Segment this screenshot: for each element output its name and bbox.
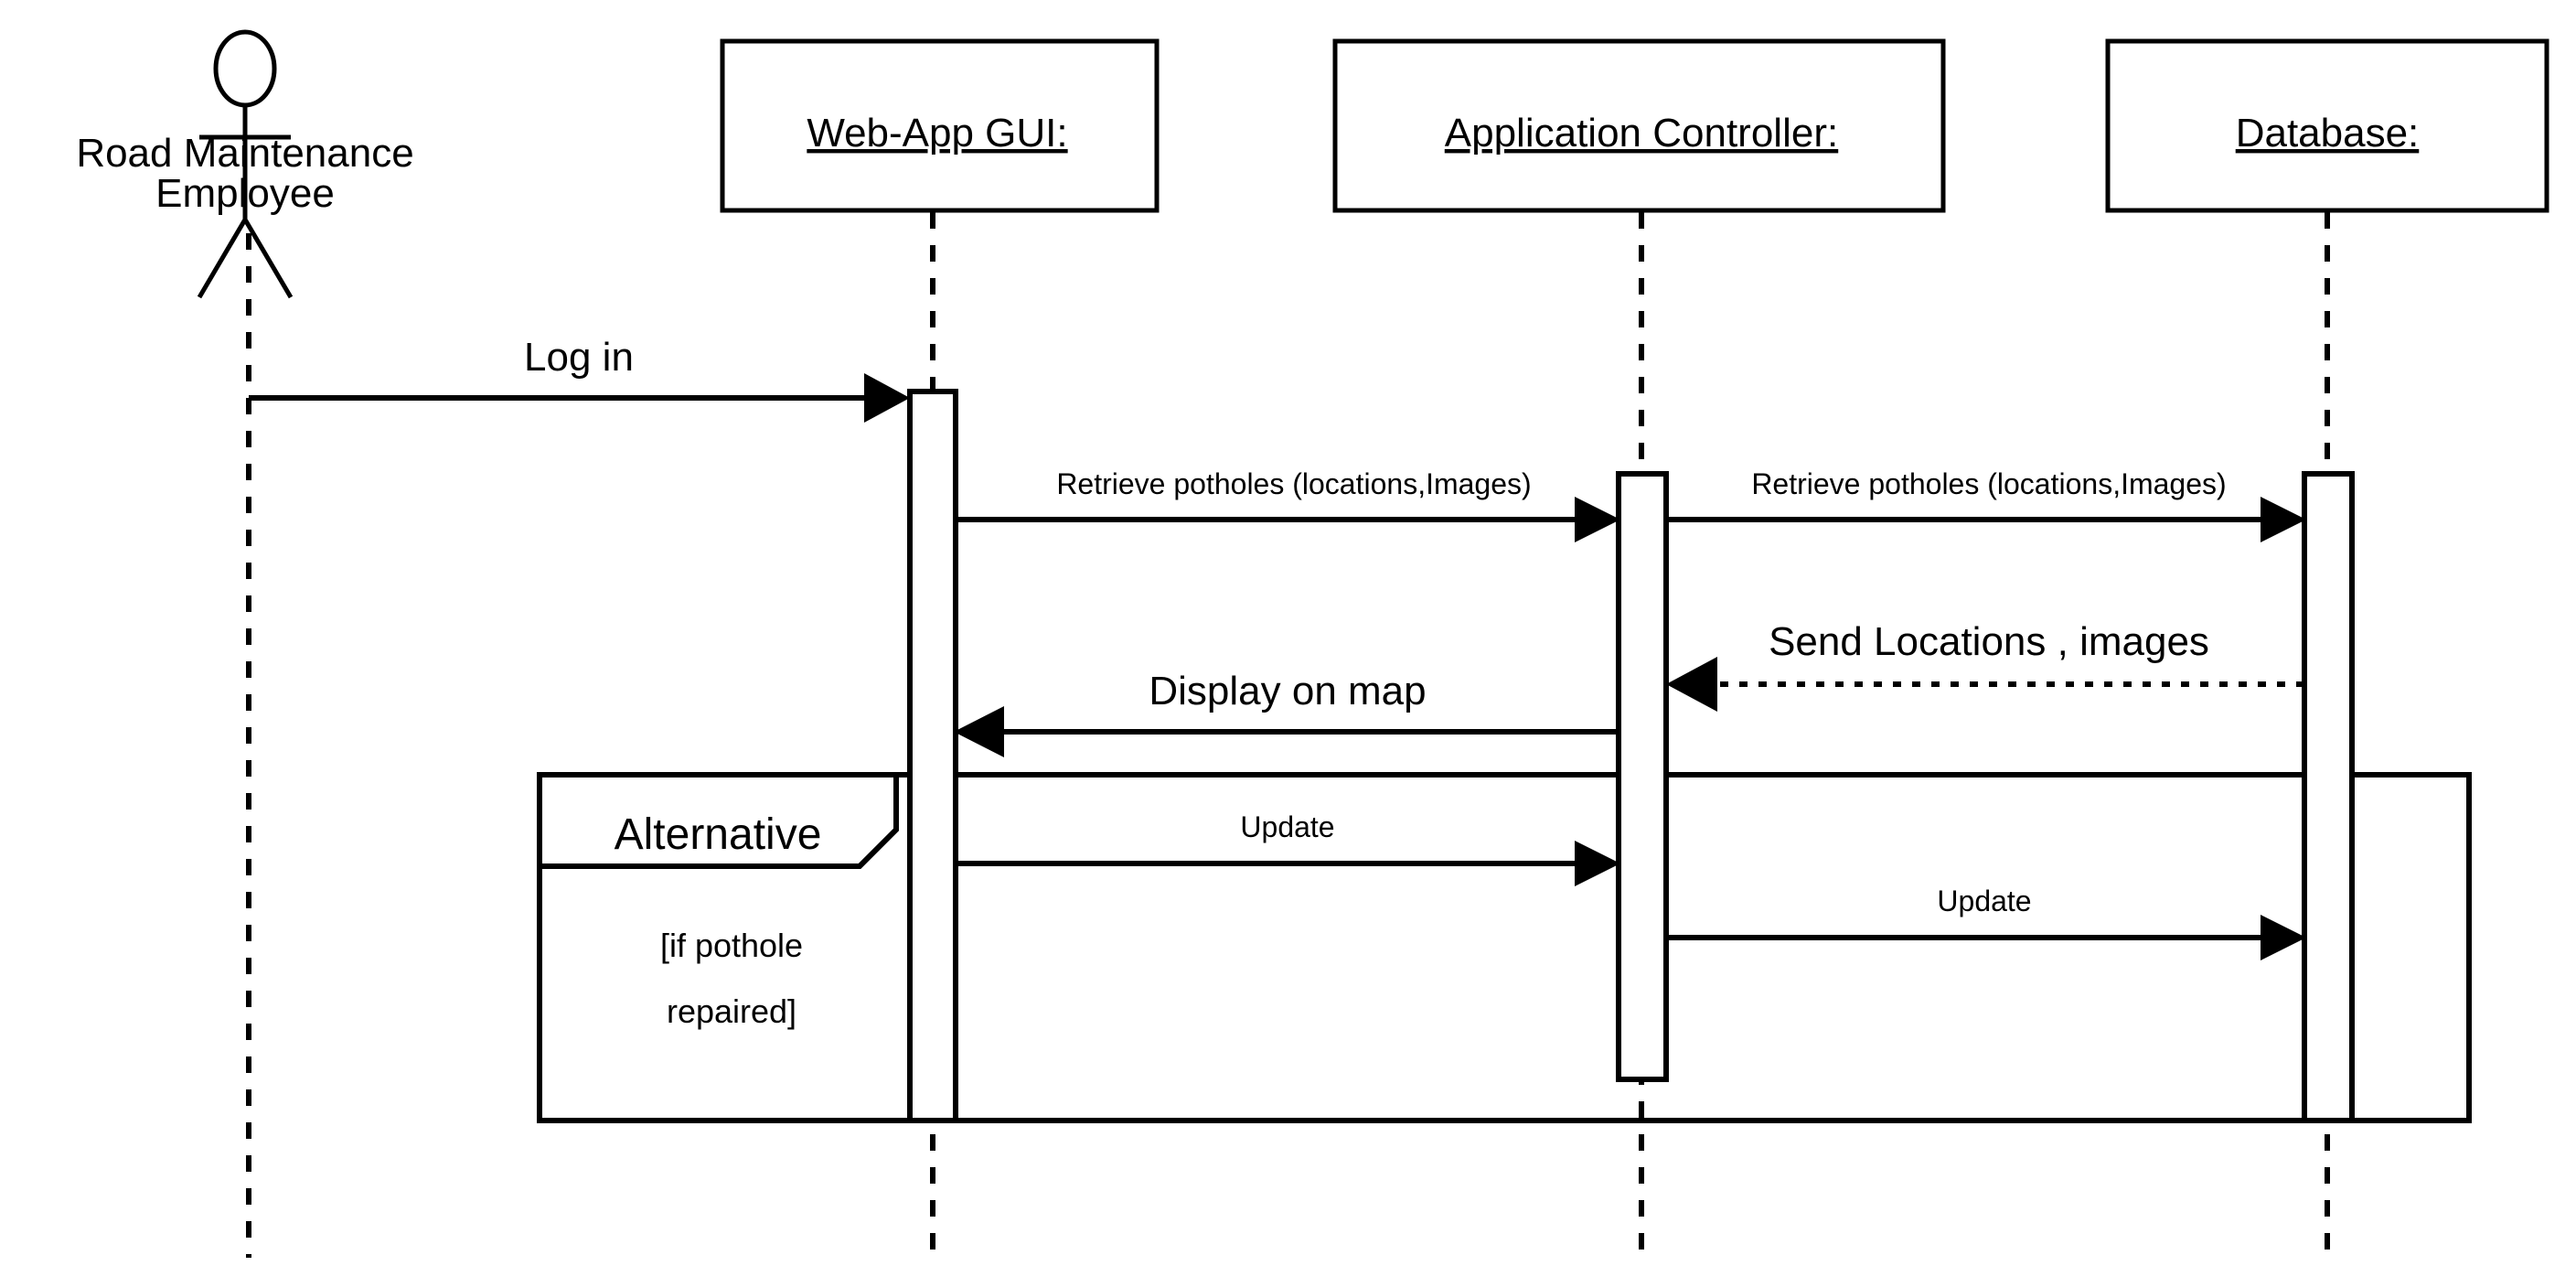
message-send-locations-images[interactable]: Send Locations , images (1666, 619, 2304, 712)
lifeline-label-database: Database: (2236, 111, 2420, 156)
actor-left-leg-icon (197, 218, 248, 299)
message-retrieve-potholes-gui-arrowhead (1575, 497, 1620, 542)
message-log-in-arrowhead (864, 373, 910, 423)
message-log-in-label: Log in (524, 335, 634, 380)
message-display-on-map-label: Display on map (1149, 669, 1426, 713)
fragment-outer-box (537, 772, 2472, 1123)
message-send-locations-arrowhead (1666, 657, 1717, 712)
message-retrieve-potholes-db-arrowhead (2261, 497, 2306, 542)
alternative-fragment[interactable]: Alternative [if pothole repaired] (537, 772, 2472, 1123)
activation-bar-application-controller (1616, 471, 1669, 1082)
lifeline-header-application-controller[interactable]: Application Controller: (1332, 38, 1946, 213)
fragment-title-label: Alternative (615, 810, 822, 859)
actor-label-line1: Road Maintenance (76, 131, 413, 176)
activation-bar-database (2302, 471, 2355, 1123)
activation-bar-web-app-gui (907, 389, 958, 1123)
message-display-on-map-arrowhead (954, 706, 1004, 757)
message-update-gui-arrowhead (1575, 841, 1620, 886)
lifeline-box-application-controller (1332, 38, 1946, 213)
message-retrieve-potholes-db-label: Retrieve potholes (locations,Images) (1751, 467, 2226, 500)
lifeline-box-web-app-gui (720, 38, 1160, 213)
fragment-condition-line2: repaired] (667, 992, 796, 1030)
lifeline-header-database[interactable]: Database: (2105, 38, 2549, 213)
message-update-gui-to-controller[interactable]: Update (956, 810, 1620, 886)
message-update-db-arrowhead (2261, 915, 2306, 960)
actor-road-maintenance-employee[interactable]: Road Maintenance Employee (76, 29, 414, 299)
actor-label-line2: Employee (155, 171, 335, 216)
fragment-condition-line1: [if pothole (660, 927, 803, 964)
fragment-title-tab (540, 772, 899, 869)
message-update-db-label: Update (1937, 885, 2031, 917)
message-update-controller-to-database[interactable]: Update (1666, 885, 2306, 960)
message-retrieve-potholes-gui-to-controller[interactable]: Retrieve potholes (locations,Images) (956, 467, 1620, 542)
lifeline-box-database (2105, 38, 2549, 213)
message-send-locations-label: Send Locations , images (1769, 619, 2209, 664)
actor-right-leg-icon (242, 218, 294, 299)
lifeline-header-web-app-gui[interactable]: Web-App GUI: (720, 38, 1160, 213)
message-retrieve-potholes-gui-label: Retrieve potholes (locations,Images) (1056, 467, 1531, 500)
message-update-gui-label: Update (1240, 810, 1334, 843)
message-display-on-map[interactable]: Display on map (954, 669, 1619, 757)
lifeline-label-web-app-gui: Web-App GUI: (807, 111, 1067, 156)
message-retrieve-potholes-controller-to-database[interactable]: Retrieve potholes (locations,Images) (1666, 467, 2306, 542)
message-log-in[interactable]: Log in (249, 335, 910, 423)
actor-head-icon (213, 29, 277, 108)
lifeline-label-application-controller: Application Controller: (1445, 111, 1838, 156)
